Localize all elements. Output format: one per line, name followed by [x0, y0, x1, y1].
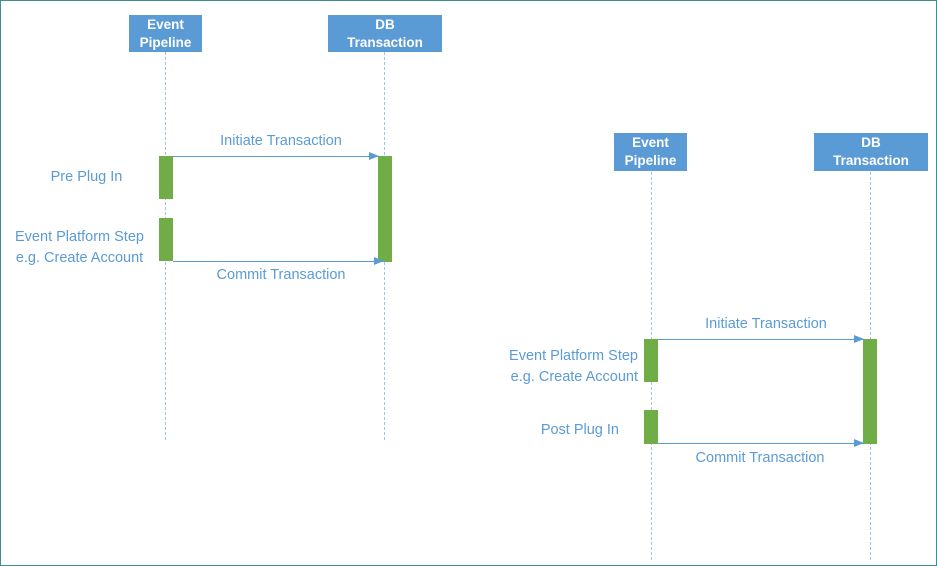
right-platform-step-label: Event Platform Step e.g. Create Account	[466, 346, 638, 388]
left-platform-step-label-line2: e.g. Create Account	[15, 250, 144, 266]
right-db-header: DB Transaction	[814, 133, 928, 171]
left-initiate-arrow	[173, 152, 379, 160]
left-db-activation	[378, 156, 392, 262]
right-platform-step-label-line1: Event Platform Step	[509, 348, 638, 364]
left-commit-arrow	[173, 257, 384, 265]
right-initiate-arrow	[658, 335, 864, 343]
right-db-activation	[863, 339, 877, 444]
left-pipeline-header: Event Pipeline	[129, 15, 202, 52]
left-pipeline-header-line2: Pipeline	[139, 34, 192, 50]
right-platform-step-label-line2: e.g. Create Account	[510, 369, 638, 385]
right-commit-arrow	[658, 439, 864, 447]
right-pipeline-header-line1: Event	[632, 135, 669, 150]
left-db-header-line1: DB	[375, 16, 395, 32]
right-post-plugin-label: Post Plug In	[466, 420, 619, 441]
right-initiate-label: Initiate Transaction	[705, 316, 827, 332]
left-platform-step-activation	[159, 218, 173, 261]
left-commit-label: Commit Transaction	[216, 267, 346, 283]
right-commit-label: Commit Transaction	[695, 450, 825, 466]
left-platform-step-label: Event Platform Step e.g. Create Account	[2, 227, 157, 269]
left-pre-plugin-label-line1: Pre Plug In	[50, 169, 123, 185]
left-pipeline-header-line1: Event	[147, 16, 184, 32]
right-db-header-line2: Transaction	[833, 153, 909, 168]
right-post-plugin-label-line1: Post Plug In	[540, 422, 619, 438]
right-pipeline-header: Event Pipeline	[614, 133, 687, 171]
left-pre-plugin-activation	[159, 156, 173, 199]
left-db-header: DB Transaction	[328, 15, 442, 52]
right-platform-step-activation	[644, 339, 658, 382]
right-pipeline-header-line2: Pipeline	[624, 153, 677, 168]
left-db-header-line2: Transaction	[347, 34, 423, 50]
left-pre-plugin-label: Pre Plug In	[30, 167, 143, 188]
right-db-header-line1: DB	[861, 135, 881, 150]
left-platform-step-label-line1: Event Platform Step	[15, 229, 144, 245]
left-initiate-label: Initiate Transaction	[220, 133, 342, 149]
right-post-plugin-activation	[644, 410, 658, 444]
